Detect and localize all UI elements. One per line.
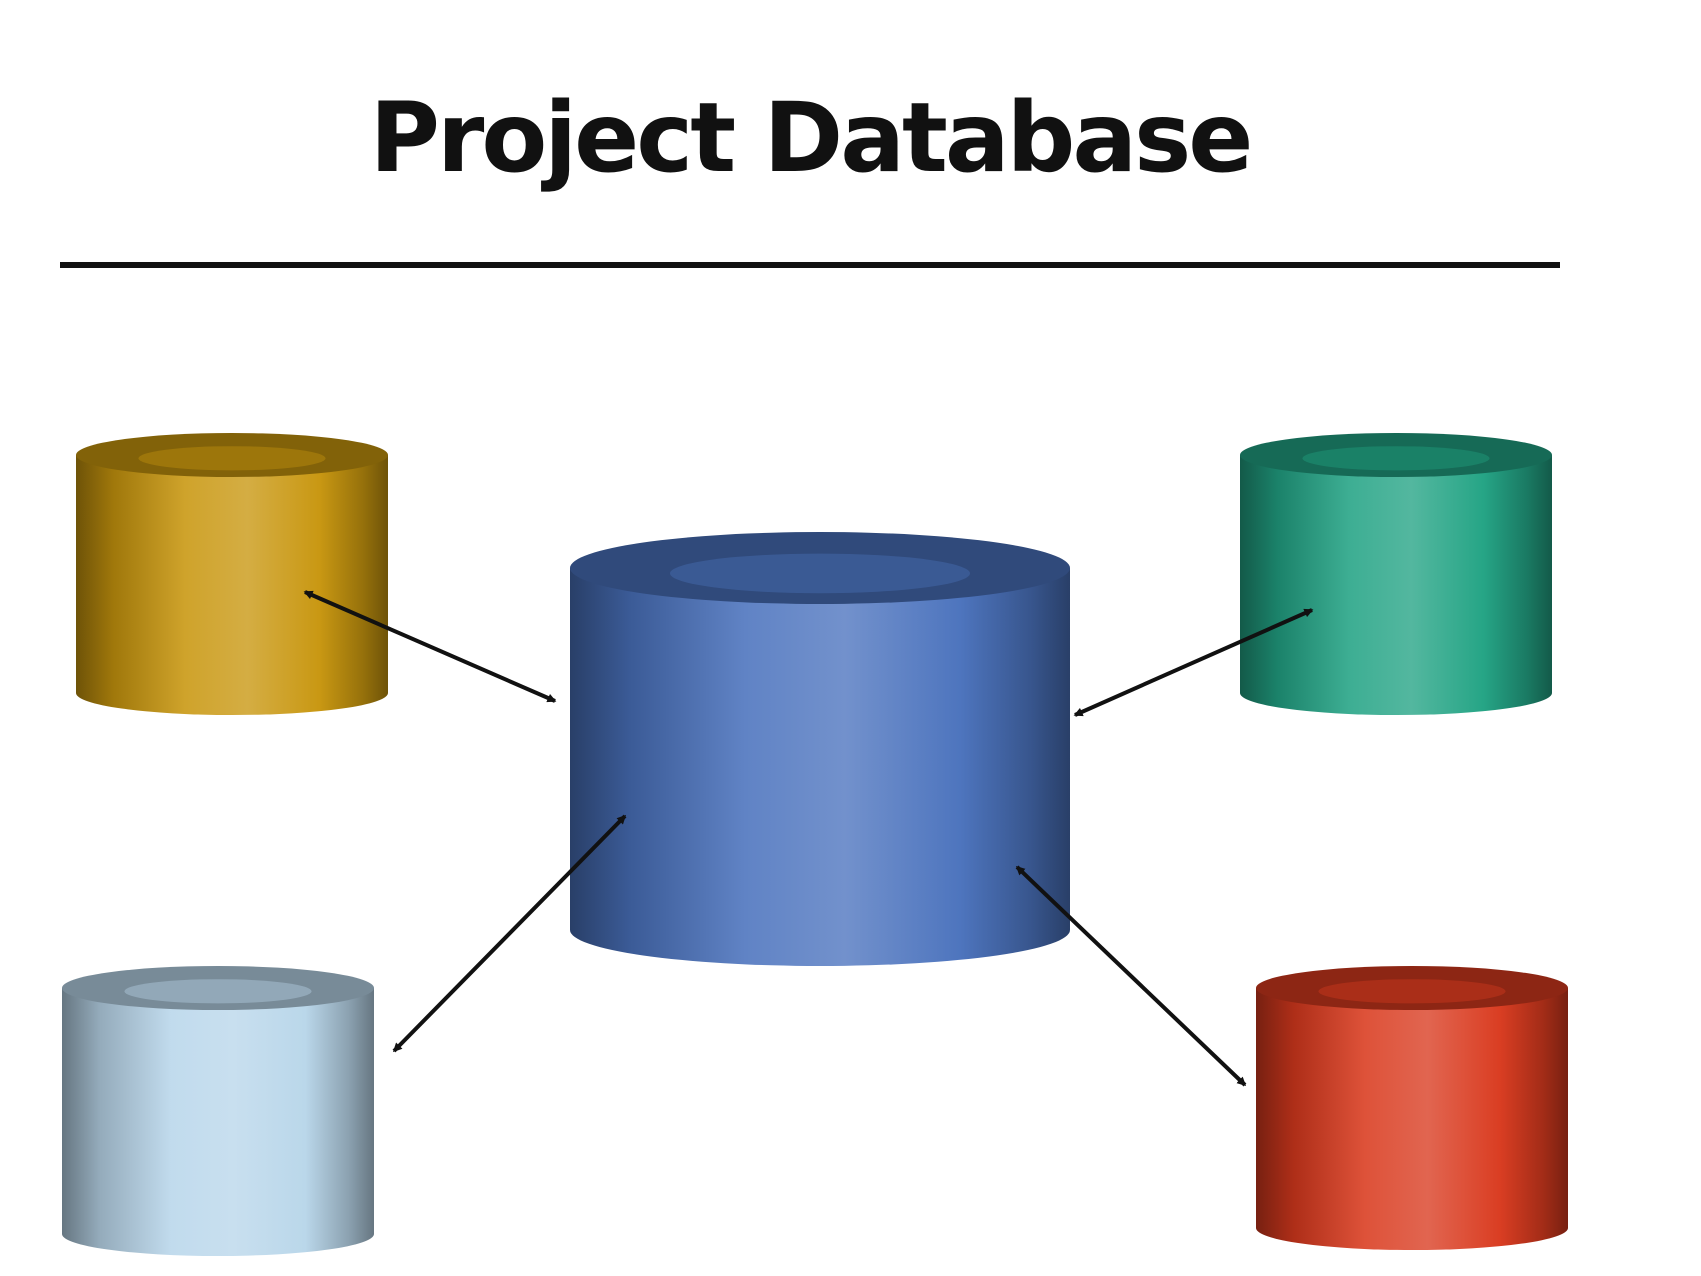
arrow-bottom-right-database-to-center bbox=[1015, 865, 1247, 1087]
cylinder-body bbox=[76, 455, 388, 715]
arrow-top-left-database-to-center bbox=[303, 590, 557, 703]
cylinder-top-inner bbox=[138, 446, 326, 471]
top-right-database bbox=[1240, 433, 1552, 715]
diagram-title: Project Database bbox=[369, 82, 1254, 194]
cylinder-body bbox=[62, 988, 374, 1256]
bottom-left-database bbox=[62, 966, 374, 1256]
cylinder-top-inner bbox=[1302, 446, 1490, 471]
cylinder-top-inner bbox=[124, 979, 312, 1004]
cylinder-body bbox=[1240, 455, 1552, 715]
cylinder-body bbox=[570, 568, 1070, 966]
cylinder-body bbox=[1256, 988, 1568, 1250]
bottom-right-database bbox=[1256, 966, 1568, 1250]
cylinder-top-inner bbox=[1318, 979, 1506, 1004]
arrow-top-right-database-to-center bbox=[1073, 608, 1314, 717]
top-left-database bbox=[76, 433, 388, 715]
cylinder-top-inner bbox=[670, 553, 970, 594]
arrow-bottom-left-database-to-center bbox=[392, 814, 627, 1053]
title-divider bbox=[60, 262, 1560, 268]
central-database bbox=[570, 532, 1070, 966]
